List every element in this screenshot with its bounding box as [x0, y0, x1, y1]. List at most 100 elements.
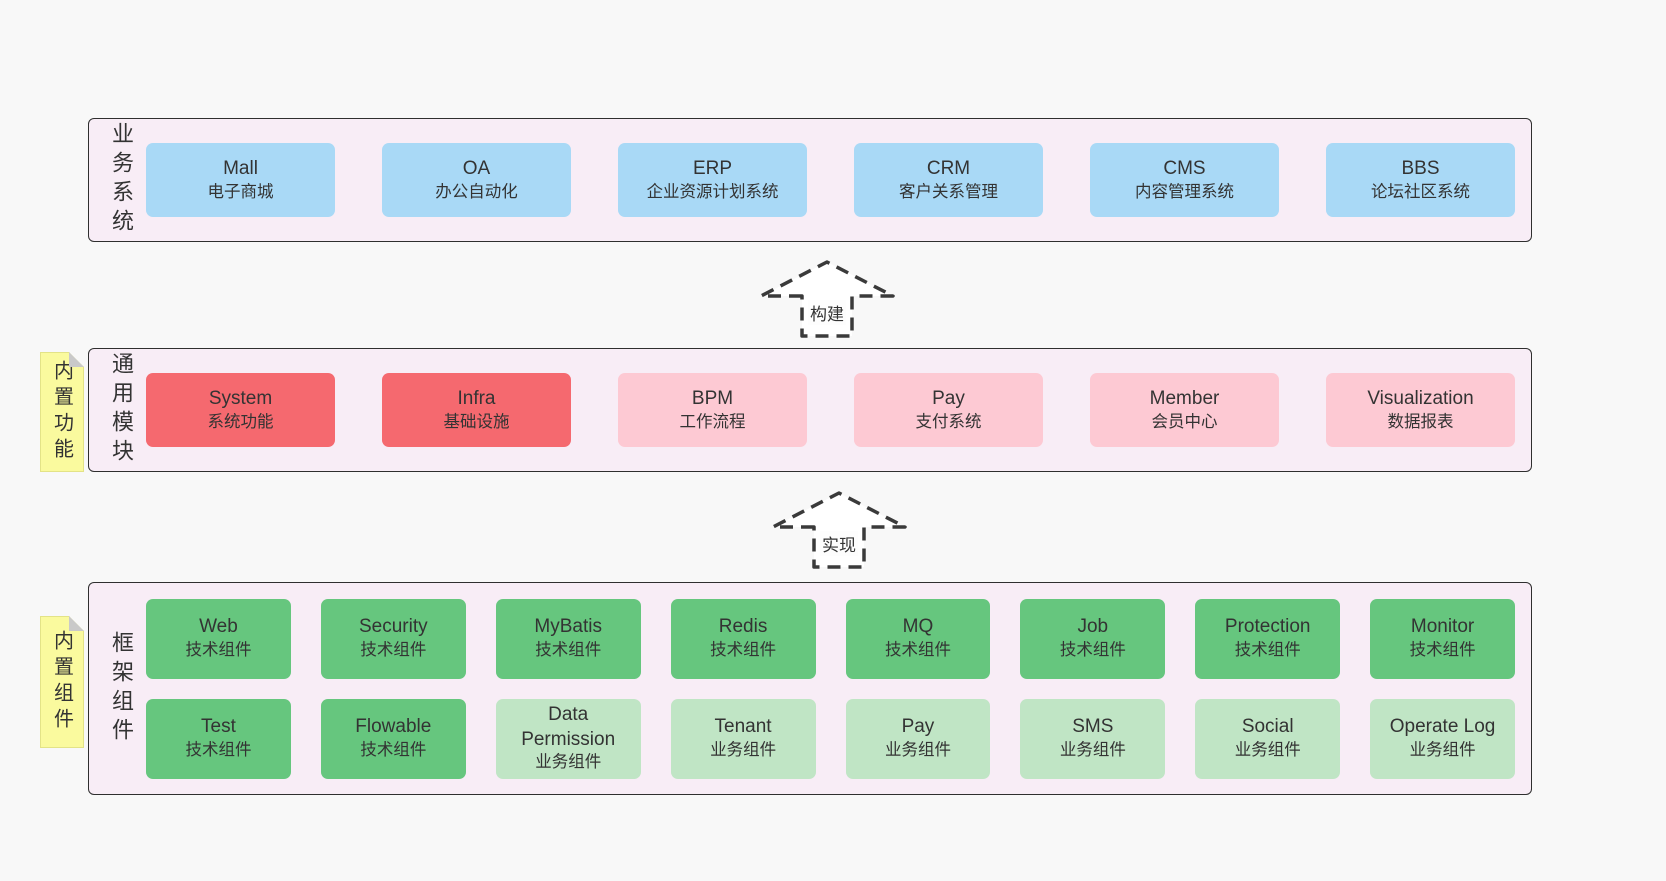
- components-row-2: Test 技术组件 Flowable 技术组件 Data Permission …: [146, 698, 1515, 779]
- box-flowable-subtitle: 技术组件: [360, 741, 427, 760]
- arrow-implement-label: 实现: [820, 531, 858, 556]
- components-row-1: Web 技术组件 Security 技术组件 MyBatis 技术组件 Redi…: [146, 598, 1515, 679]
- box-pay-module: Pay 支付系统: [854, 373, 1043, 447]
- box-erp-subtitle: 企业资源计划系统: [646, 182, 779, 201]
- box-system-title: System: [208, 387, 273, 409]
- box-crm-title: CRM: [926, 157, 971, 179]
- box-sms-title: SMS: [1072, 716, 1114, 738]
- box-operate-log-subtitle: 业务组件: [1409, 741, 1476, 760]
- box-member: Member 会员中心: [1090, 373, 1279, 447]
- band-framework-components: 框架组件 Web 技术组件 Security 技术组件 MyBatis 技术组件…: [88, 582, 1532, 795]
- box-tenant-subtitle: 业务组件: [710, 741, 777, 760]
- box-mq-title: MQ: [902, 616, 934, 638]
- box-pay-component-subtitle: 业务组件: [884, 741, 951, 760]
- box-protection-subtitle: 技术组件: [1234, 641, 1301, 660]
- box-visualization-subtitle: 数据报表: [1387, 412, 1454, 431]
- box-bbs-title: BBS: [1401, 157, 1440, 179]
- box-sms-subtitle: 业务组件: [1059, 741, 1126, 760]
- box-member-subtitle: 会员中心: [1151, 412, 1218, 431]
- note-built-in-components: 内置组件: [40, 616, 84, 748]
- box-visualization: Visualization 数据报表: [1326, 373, 1515, 447]
- box-operate-log-title: Operate Log: [1389, 716, 1496, 738]
- box-tenant-title: Tenant: [714, 716, 772, 738]
- band-business-label: 业务系统: [109, 122, 134, 238]
- box-mall: Mall 电子商城: [146, 143, 335, 217]
- band-modules-label: 通用模块: [109, 352, 134, 468]
- box-oa-subtitle: 办公自动化: [435, 182, 518, 201]
- box-operate-log: Operate Log 业务组件: [1370, 698, 1515, 779]
- note-fold-corner: [69, 616, 84, 631]
- box-oa: OA 办公自动化: [382, 143, 571, 217]
- box-infra: Infra 基础设施: [382, 373, 571, 447]
- business-boxes-row: Mall 电子商城 OA 办公自动化 ERP 企业资源计划系统 CRM 客户关系…: [146, 143, 1515, 217]
- arrow-up-build-icon: 构建: [757, 256, 897, 340]
- box-pay-component-title: Pay: [901, 716, 935, 738]
- box-job-subtitle: 技术组件: [1059, 641, 1126, 660]
- box-web-subtitle: 技术组件: [185, 641, 252, 660]
- band-business-systems: 业务系统 Mall 电子商城 OA 办公自动化 ERP 企业资源计划系统 CRM…: [88, 118, 1532, 242]
- box-test-title: Test: [201, 716, 236, 738]
- box-oa-title: OA: [462, 157, 491, 179]
- box-system: System 系统功能: [146, 373, 335, 447]
- note-fold-corner: [69, 352, 84, 367]
- arrow-up-implement-icon: 实现: [769, 487, 909, 571]
- box-mybatis-title: MyBatis: [534, 616, 602, 638]
- box-monitor: Monitor 技术组件: [1370, 598, 1515, 679]
- box-member-title: Member: [1149, 387, 1220, 409]
- box-mybatis-subtitle: 技术组件: [535, 641, 602, 660]
- box-redis-title: Redis: [718, 616, 768, 638]
- box-mybatis: MyBatis 技术组件: [495, 598, 641, 679]
- box-pay-module-subtitle: 支付系统: [915, 412, 982, 431]
- box-infra-title: Infra: [457, 387, 496, 409]
- box-sms: SMS 业务组件: [1020, 698, 1166, 779]
- box-flowable-title: Flowable: [355, 716, 432, 738]
- box-mall-title: Mall: [223, 157, 258, 179]
- box-test-subtitle: 技术组件: [185, 741, 252, 760]
- box-mq-subtitle: 技术组件: [884, 641, 951, 660]
- box-social-subtitle: 业务组件: [1234, 741, 1301, 760]
- box-web: Web 技术组件: [146, 598, 291, 679]
- box-test: Test 技术组件: [146, 698, 291, 779]
- box-data-permission: Data Permission 业务组件: [495, 698, 641, 779]
- box-bbs-subtitle: 论坛社区系统: [1371, 182, 1470, 201]
- box-bpm-subtitle: 工作流程: [679, 412, 746, 431]
- box-bpm: BPM 工作流程: [618, 373, 807, 447]
- box-data-permission-subtitle: 业务组件: [535, 753, 602, 772]
- box-cms-title: CMS: [1163, 157, 1206, 179]
- box-monitor-title: Monitor: [1410, 616, 1475, 638]
- box-tenant: Tenant 业务组件: [670, 698, 816, 779]
- box-bpm-title: BPM: [691, 387, 734, 409]
- note-built-in-features: 内置功能: [40, 352, 84, 472]
- note-built-in-features-text: 内置功能: [50, 360, 73, 464]
- box-protection-title: Protection: [1224, 616, 1311, 638]
- box-mall-subtitle: 电子商城: [207, 182, 274, 201]
- modules-boxes-row: System 系统功能 Infra 基础设施 BPM 工作流程 Pay 支付系统…: [146, 373, 1515, 447]
- box-erp-title: ERP: [692, 157, 733, 179]
- arrow-build-label: 构建: [808, 300, 846, 325]
- box-mq: MQ 技术组件: [845, 598, 991, 679]
- box-social-title: Social: [1241, 716, 1294, 738]
- box-redis-subtitle: 技术组件: [710, 641, 777, 660]
- box-job: Job 技术组件: [1020, 598, 1166, 679]
- box-visualization-title: Visualization: [1367, 387, 1474, 409]
- dashed-up-arrow-icon: [771, 491, 907, 569]
- box-social: Social 业务组件: [1195, 698, 1341, 779]
- band-common-modules: 通用模块 System 系统功能 Infra 基础设施 BPM 工作流程 Pay…: [88, 348, 1532, 472]
- box-security-title: Security: [358, 616, 428, 638]
- box-data-permission-title: Data Permission: [521, 704, 616, 750]
- box-erp: ERP 企业资源计划系统: [618, 143, 807, 217]
- box-security: Security 技术组件: [320, 598, 466, 679]
- box-cms-subtitle: 内容管理系统: [1135, 182, 1234, 201]
- box-cms: CMS 内容管理系统: [1090, 143, 1279, 217]
- box-protection: Protection 技术组件: [1195, 598, 1341, 679]
- note-built-in-components-text: 内置组件: [50, 630, 73, 734]
- box-infra-subtitle: 基础设施: [443, 412, 510, 431]
- box-system-subtitle: 系统功能: [207, 412, 274, 431]
- box-job-title: Job: [1077, 616, 1109, 638]
- box-pay-component: Pay 业务组件: [845, 698, 991, 779]
- box-crm: CRM 客户关系管理: [854, 143, 1043, 217]
- box-flowable: Flowable 技术组件: [320, 698, 466, 779]
- box-bbs: BBS 论坛社区系统: [1326, 143, 1515, 217]
- box-web-title: Web: [199, 616, 238, 638]
- box-security-subtitle: 技术组件: [360, 641, 427, 660]
